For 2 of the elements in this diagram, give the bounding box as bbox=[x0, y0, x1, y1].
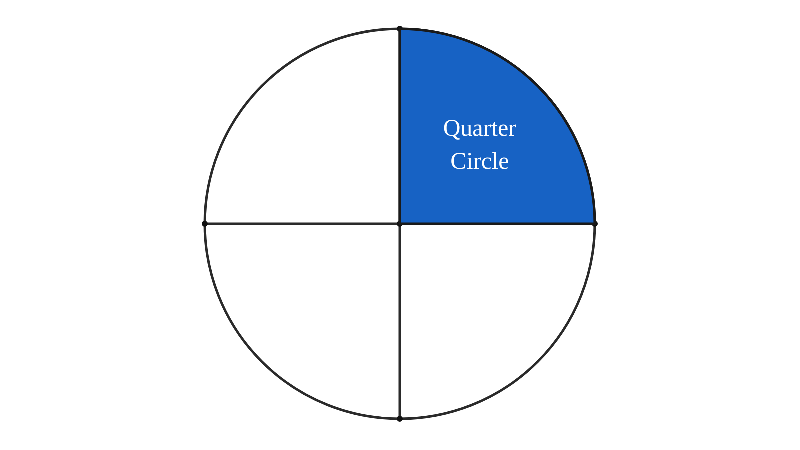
sector-label: Quarter Circle bbox=[442, 115, 518, 177]
quarter-sector bbox=[400, 29, 595, 224]
